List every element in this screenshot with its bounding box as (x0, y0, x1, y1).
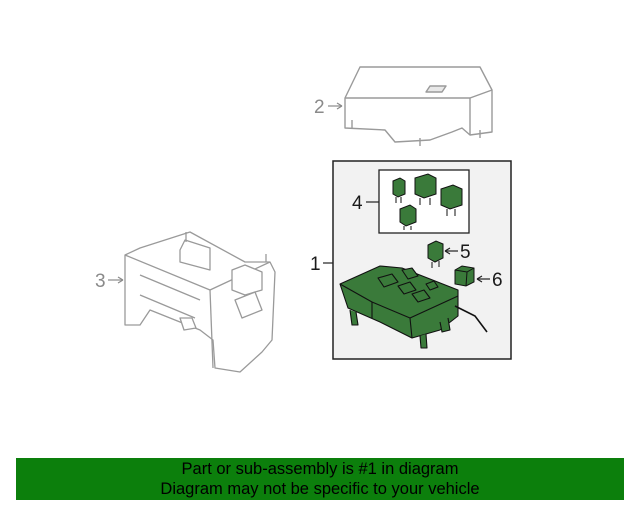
callout-5: 5 (460, 242, 471, 263)
part-1-fuse-block[interactable] (339, 265, 459, 349)
part-6-fuse[interactable] (454, 265, 475, 287)
fuse-block-cable (454, 305, 488, 333)
part-5-relay[interactable] (427, 240, 444, 268)
callout-3: 3 (95, 271, 106, 292)
callout-6: 6 (492, 270, 503, 291)
part-2-cover[interactable] (344, 66, 493, 146)
callout-5-leader (444, 247, 458, 255)
part-4-relays[interactable] (392, 173, 463, 230)
callout-2-leader (328, 102, 343, 110)
callout-6-leader (476, 275, 490, 283)
callout-1: 1 (310, 254, 321, 275)
callout-4: 4 (352, 193, 363, 214)
parts-diagram: 2 3 1 4 5 (95, 66, 512, 373)
banner-line-1: Part or sub-assembly is #1 in diagram (181, 460, 459, 478)
banner-line-2: Diagram may not be specific to your vehi… (160, 480, 480, 498)
info-banner: Part or sub-assembly is #1 in diagram Di… (16, 458, 624, 500)
part-3-lower-housing[interactable] (124, 231, 276, 373)
callout-3-leader (108, 276, 124, 284)
callout-2: 2 (314, 97, 325, 118)
